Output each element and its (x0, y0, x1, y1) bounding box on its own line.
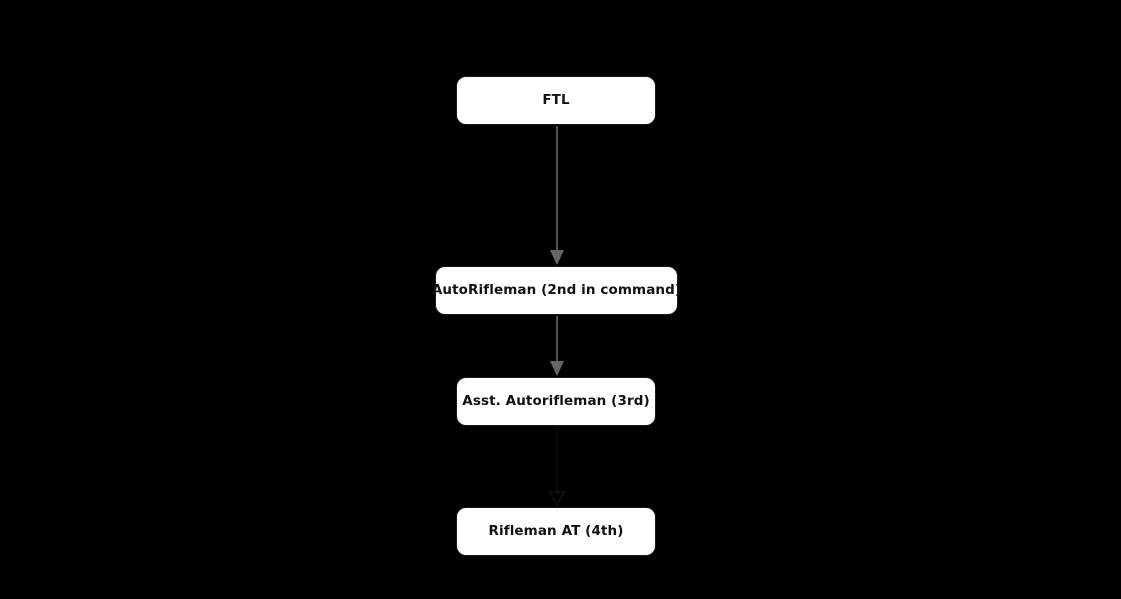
node-asst-autorifleman-label: Asst. Autorifleman (3rd) (462, 393, 650, 410)
node-ftl[interactable]: FTL (456, 76, 656, 125)
node-rifleman-at[interactable]: Rifleman AT (4th) (456, 507, 656, 556)
node-asst-autorifleman[interactable]: Asst. Autorifleman (3rd) (456, 377, 656, 426)
node-rifleman-at-label: Rifleman AT (4th) (488, 523, 624, 540)
node-autorifleman-label: AutoRifleman (2nd in command) (431, 282, 682, 299)
arrowhead-icon (550, 250, 564, 265)
edge-autorifleman-to-asst (550, 316, 564, 376)
arrowhead-icon (550, 361, 564, 376)
edge-asst-to-rifleman-at (549, 427, 565, 507)
node-ftl-label: FTL (542, 92, 570, 109)
arrowhead-icon (549, 491, 565, 507)
node-autorifleman[interactable]: AutoRifleman (2nd in command) (432, 266, 681, 315)
edge-ftl-to-autorifleman (550, 126, 564, 265)
